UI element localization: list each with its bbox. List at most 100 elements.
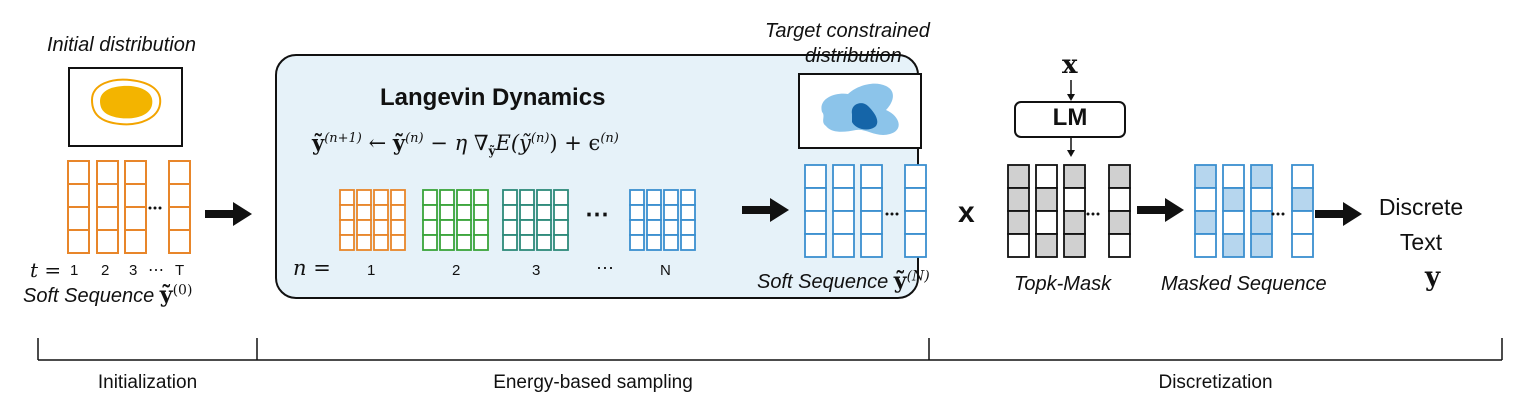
masked-column-1 [1194,164,1217,258]
langevin-grid-2-col-cell [439,204,455,221]
langevin-equation: ỹ(n+1) ← ỹ(n) − η ∇ỹE(ỹ(n)) + ϵ(n) [312,130,619,158]
langevin-grid-1-col-cell [390,189,406,206]
eq-lhs-sup: (n+1) [324,131,362,146]
masked-column-2-cell [1222,210,1245,235]
seq0-column-4-cell [168,206,191,231]
langevin-grid-1-col-cell [373,204,389,221]
mask-column-2 [1035,164,1058,258]
mask-column-2-cell [1035,187,1058,212]
masked-ellipsis [1271,212,1285,216]
langevin-grid-3-col-cell [536,204,552,221]
time-tick-1: 1 [70,262,79,279]
seq0-column-2 [96,160,119,254]
time-tick-2: 2 [101,262,110,279]
seqN-column-2-cell [832,210,855,235]
langevin-grid-2-col-cell [456,219,472,236]
masked-sequence-grid [1194,164,1314,258]
masked-column-4-cell [1291,164,1314,189]
langevin-grid-2-col-cell [422,234,438,251]
mask-column-3-cell [1063,164,1086,189]
langevin-grid-3-col-cell [536,219,552,236]
seqN-column-3-cell [860,210,883,235]
masked-column-1-cell [1194,187,1217,212]
langevin-grid-2 [422,189,489,251]
multiply-sign: x [958,196,975,229]
langevin-grid-2-col-cell [473,234,489,251]
langevin-grid-N-col-cell [680,204,696,221]
arrow-langevin-to-soft-n [742,198,789,222]
mask-column-2-cell [1035,233,1058,258]
lm-label: LM [1052,104,1088,131]
langevin-grid-3-col-cell [519,204,535,221]
langevin-grid-1-col-cell [339,189,355,206]
arrow-masked-to-text [1315,202,1362,226]
time-tick-T: T [175,262,185,279]
seq0-column-4-cell [168,160,191,185]
langevin-grid-2-col [422,189,438,251]
langevin-grid-1-col-cell [339,219,355,236]
arrow-mask-to-masked [1137,198,1184,222]
langevin-grid-2-col-cell [456,234,472,251]
langevin-grid-1-col-cell [390,204,406,221]
masked-column-2-cell [1222,233,1245,258]
soft-sequence-0-grid [67,160,191,254]
masked-column-3 [1250,164,1273,258]
seqN-ellipsis [885,212,899,216]
initial-distribution-blob [90,78,162,126]
target-distribution-blob [821,83,899,135]
arrow-init-to-langevin [205,202,252,226]
langevin-grid-2-col-cell [456,189,472,206]
mask-column-1-cell [1007,187,1030,212]
langevin-grids [339,189,696,251]
phase-energy-sampling: Energy-based sampling [493,372,693,393]
n-tick-2: 2 [452,262,461,279]
soft-sequence-n-text: Soft Sequence [757,271,889,293]
langevin-grid-3-col-cell [536,189,552,206]
target-label-line2: distribution [805,45,902,67]
soft-sequence-n-grid [804,164,927,258]
time-tick-3: 3 [129,262,138,279]
langevin-grid-N [629,189,696,251]
soft-sequence-0-sup: (0) [172,282,193,299]
langevin-grid-N-col [629,189,645,251]
seqN-column-3 [860,164,883,258]
seqN-column-4-cell [904,164,927,189]
langevin-title: Langevin Dynamics [380,84,606,111]
langevin-grid-2-col-cell [473,189,489,206]
target-label-line1: Target constrained [765,20,930,42]
langevin-grid-3 [502,189,569,251]
initial-distribution-label: Initial distribution [47,34,196,56]
seqN-column-2-cell [832,233,855,258]
seq0-column-2-cell [96,229,119,254]
eq-eps-sup: (n) [600,131,619,146]
discrete-text-line1: Discrete [1378,194,1464,220]
seq0-column-2-cell [96,160,119,185]
langevin-grid-N-col-cell [646,219,662,236]
time-label: t = [30,258,62,282]
langevin-grid-N-col-cell [629,189,645,206]
y-output-label: y [1425,262,1441,292]
langevin-grid-1-col-cell [356,234,372,251]
langevin-grid-N-col-cell [646,204,662,221]
langevin-grid-N-col-cell [629,204,645,221]
eq-t1-sup: (n) [405,131,424,146]
seq0-ellipsis [148,206,162,210]
langevin-grid-3-col-cell [519,189,535,206]
langevin-grid-2-col-cell [456,204,472,221]
seqN-column-4 [904,164,927,258]
langevin-grid-1-col-cell [339,204,355,221]
n-tick-ellipsis: ⋯ [596,258,614,278]
mask-column-1-cell [1007,210,1030,235]
time-tick-ellipsis: ⋯ [148,262,164,279]
seq0-column-1 [67,160,90,254]
masked-column-4-cell [1291,210,1314,235]
seqN-column-1 [804,164,827,258]
langevin-grid-N-col [646,189,662,251]
seq0-column-3-cell [124,183,147,208]
langevin-grid-1-col [373,189,389,251]
langevin-grid-1-col-cell [356,189,372,206]
seqN-column-1-cell [804,233,827,258]
langevin-grid-2-col [456,189,472,251]
langevin-grid-2-col [439,189,455,251]
